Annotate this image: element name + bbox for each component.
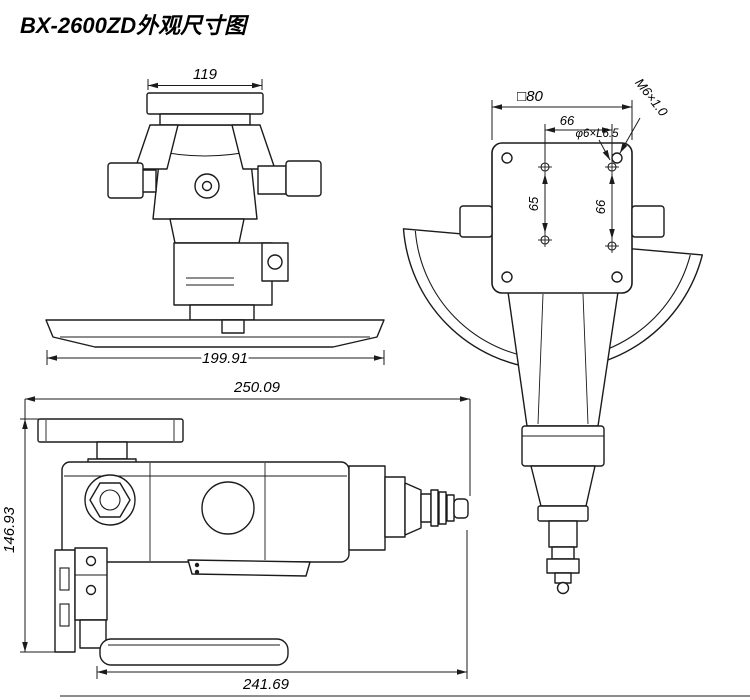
dim-label-65: 65	[526, 196, 541, 211]
dim-plate-square: □80	[491, 88, 633, 140]
dim-label-199-91: 199.91	[202, 350, 248, 367]
coupler-rib-1	[430, 489, 439, 527]
inlet-shaft	[548, 520, 578, 548]
plate-right-knob	[631, 205, 665, 238]
dim-label-hole-spec: φ6×L6.5	[576, 128, 620, 140]
dim-hole-spec: φ6×L6.5	[576, 128, 620, 161]
rear-cylinder	[348, 465, 386, 551]
right-knob-shaft	[257, 165, 287, 195]
corner-screw-bl	[501, 271, 513, 283]
base-tab	[221, 319, 245, 334]
rear-step	[384, 476, 406, 538]
mount-hole-br	[605, 239, 619, 253]
dim-label-66-right: 66	[593, 199, 608, 214]
rear-taper	[404, 482, 422, 536]
neck	[169, 218, 245, 244]
handle-stem	[96, 441, 128, 460]
bracket-screw-1	[85, 555, 97, 567]
housing-port	[201, 481, 255, 535]
hex-bolt-core	[99, 489, 121, 511]
lower-taper	[530, 465, 596, 507]
profile-part	[37, 418, 469, 666]
inlet-stub	[420, 493, 432, 523]
coupler-rib-2	[438, 491, 447, 525]
dim-front-top-width: 119	[147, 66, 263, 90]
jaw-sub-bar	[159, 113, 251, 126]
side-boss-hole	[267, 254, 283, 270]
dim-label-241-69: 241.69	[242, 676, 290, 693]
left-knob	[107, 162, 144, 199]
guide-slot-2	[59, 603, 70, 627]
left-arm	[134, 124, 179, 170]
collar	[537, 505, 589, 522]
inlet-ring	[551, 546, 575, 560]
dim-overall-length: 250.09	[25, 379, 471, 496]
motor-band	[521, 425, 605, 467]
dim-label-square-80: □80	[517, 88, 543, 105]
throttle-lever	[187, 559, 311, 577]
base-plate	[45, 319, 385, 348]
front-view-part	[45, 92, 385, 348]
dim-front-base-width: 199.91	[46, 347, 385, 371]
dim-hole-spacing-top: 66	[544, 113, 613, 161]
dim-label-66-top: 66	[560, 113, 575, 128]
mount-hole-bl	[538, 233, 552, 247]
corner-screw-tr	[611, 152, 623, 164]
top-jaw-bar	[146, 92, 264, 115]
pivot-center	[201, 180, 213, 192]
motor-neck	[507, 291, 619, 427]
t-handle-bar	[37, 418, 184, 443]
plate-outline	[491, 142, 633, 294]
dim-overall-height: 146.93	[1, 399, 60, 653]
mount-hole-tl	[538, 160, 552, 174]
page-title: BX-2600ZD外观尺寸图	[20, 13, 250, 38]
mounting-plate	[459, 142, 665, 294]
coupler-tip	[453, 498, 469, 519]
right-knob	[285, 160, 322, 197]
dim-thread-spec: M6×1.0	[619, 75, 671, 154]
profile-view: 250.09 146.93 241.69	[1, 379, 471, 693]
dim-label-146-93: 146.93	[1, 506, 18, 553]
side-view: □80 66 φ6×L6.5 M6×1.0 65 66	[402, 75, 704, 595]
lower-block	[173, 242, 273, 306]
corner-screw-tl	[501, 152, 513, 164]
dim-hole-spacing-left: 65	[526, 174, 548, 233]
side-view-body	[507, 291, 619, 595]
hex-bolt	[89, 482, 131, 518]
left-knob-shaft	[141, 169, 157, 193]
guide-slot-1	[59, 567, 70, 591]
plate-left-knob	[459, 205, 493, 238]
guide-plate	[54, 549, 76, 653]
dim-hole-spacing-right: 66	[593, 174, 615, 239]
bracket-screw-2	[85, 584, 97, 596]
inlet-tip	[554, 572, 572, 584]
base-shoe	[99, 638, 289, 666]
mount-hole-tr	[605, 160, 619, 174]
base-step	[189, 304, 255, 321]
front-view: 119 199.91	[45, 66, 385, 371]
dim-label-thread: M6×1.0	[632, 75, 671, 119]
inlet-nut	[546, 558, 580, 574]
dim-base-length: 241.69	[96, 530, 468, 693]
coupler-rib-3	[446, 494, 455, 522]
inlet-ball	[556, 581, 570, 595]
dim-label-250-09: 250.09	[233, 379, 281, 396]
corner-screw-br	[611, 271, 623, 283]
dim-label-119: 119	[193, 66, 218, 83]
